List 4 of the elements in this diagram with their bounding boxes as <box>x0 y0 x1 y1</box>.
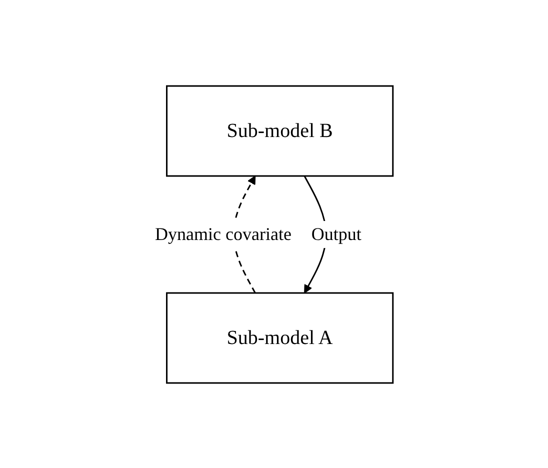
edge-label: Output <box>311 223 362 244</box>
edge-label: Dynamic covariate <box>155 223 292 244</box>
node-box: Sub-model A <box>166 292 394 384</box>
node-box: Sub-model B <box>166 84 394 176</box>
